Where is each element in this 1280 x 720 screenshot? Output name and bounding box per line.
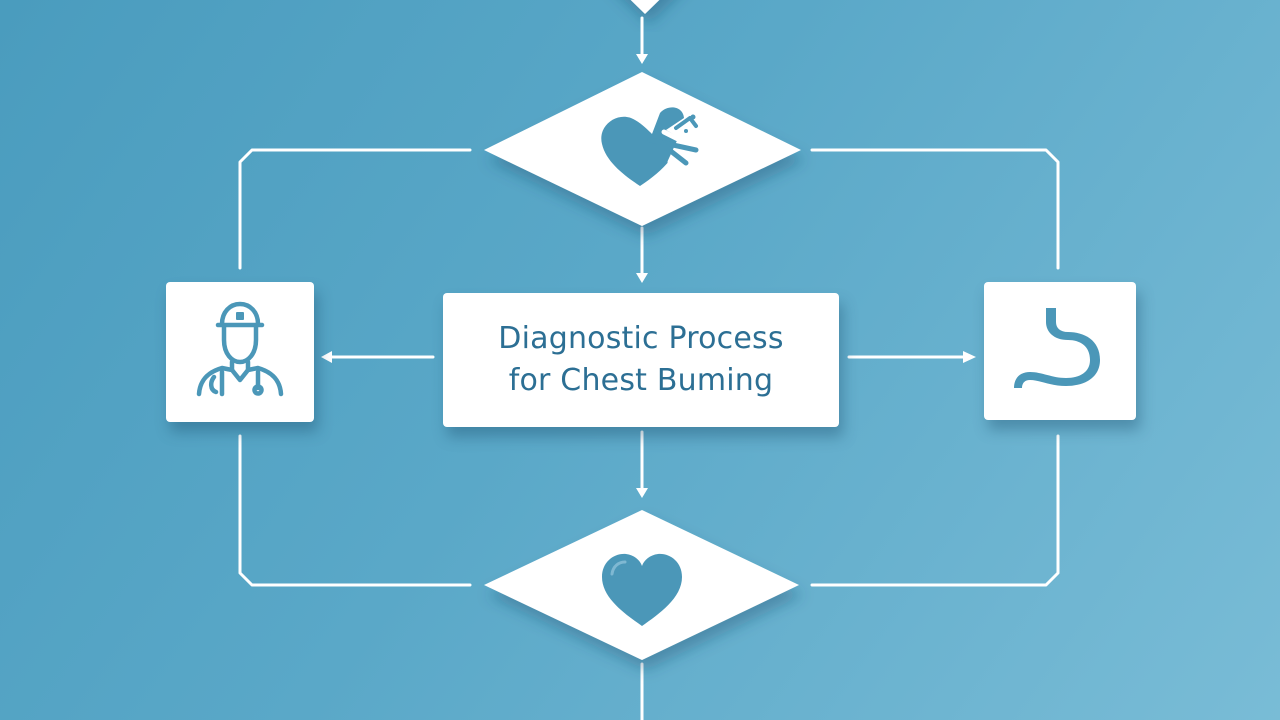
arrowhead-top-to-center (636, 273, 648, 283)
arrowhead-center-to-right (963, 351, 976, 363)
connector-bottom-loop-right (810, 434, 1060, 587)
top-partial-diamond (630, 0, 660, 14)
broken-heart-icon (601, 107, 699, 186)
stomach-node (984, 282, 1136, 420)
diagram-title-line-2: for Chest Buming (508, 363, 774, 398)
connector-top-loop-left (238, 148, 472, 270)
doctor-icon (196, 301, 284, 397)
stomach-icon (1014, 308, 1100, 388)
arrowhead-center-to-bottom (636, 488, 648, 498)
heart-icon (602, 553, 682, 626)
arrowhead-center-to-left (321, 351, 332, 363)
arrowhead-top-in (636, 54, 648, 64)
connector-bottom-loop-left (238, 434, 472, 587)
connector-top-loop-right (810, 148, 1060, 270)
title-node: Diagnostic Process for Chest Buming (443, 293, 839, 427)
doctor-node (166, 282, 314, 422)
diagram-title-line-1: Diagnostic Process (498, 321, 784, 356)
